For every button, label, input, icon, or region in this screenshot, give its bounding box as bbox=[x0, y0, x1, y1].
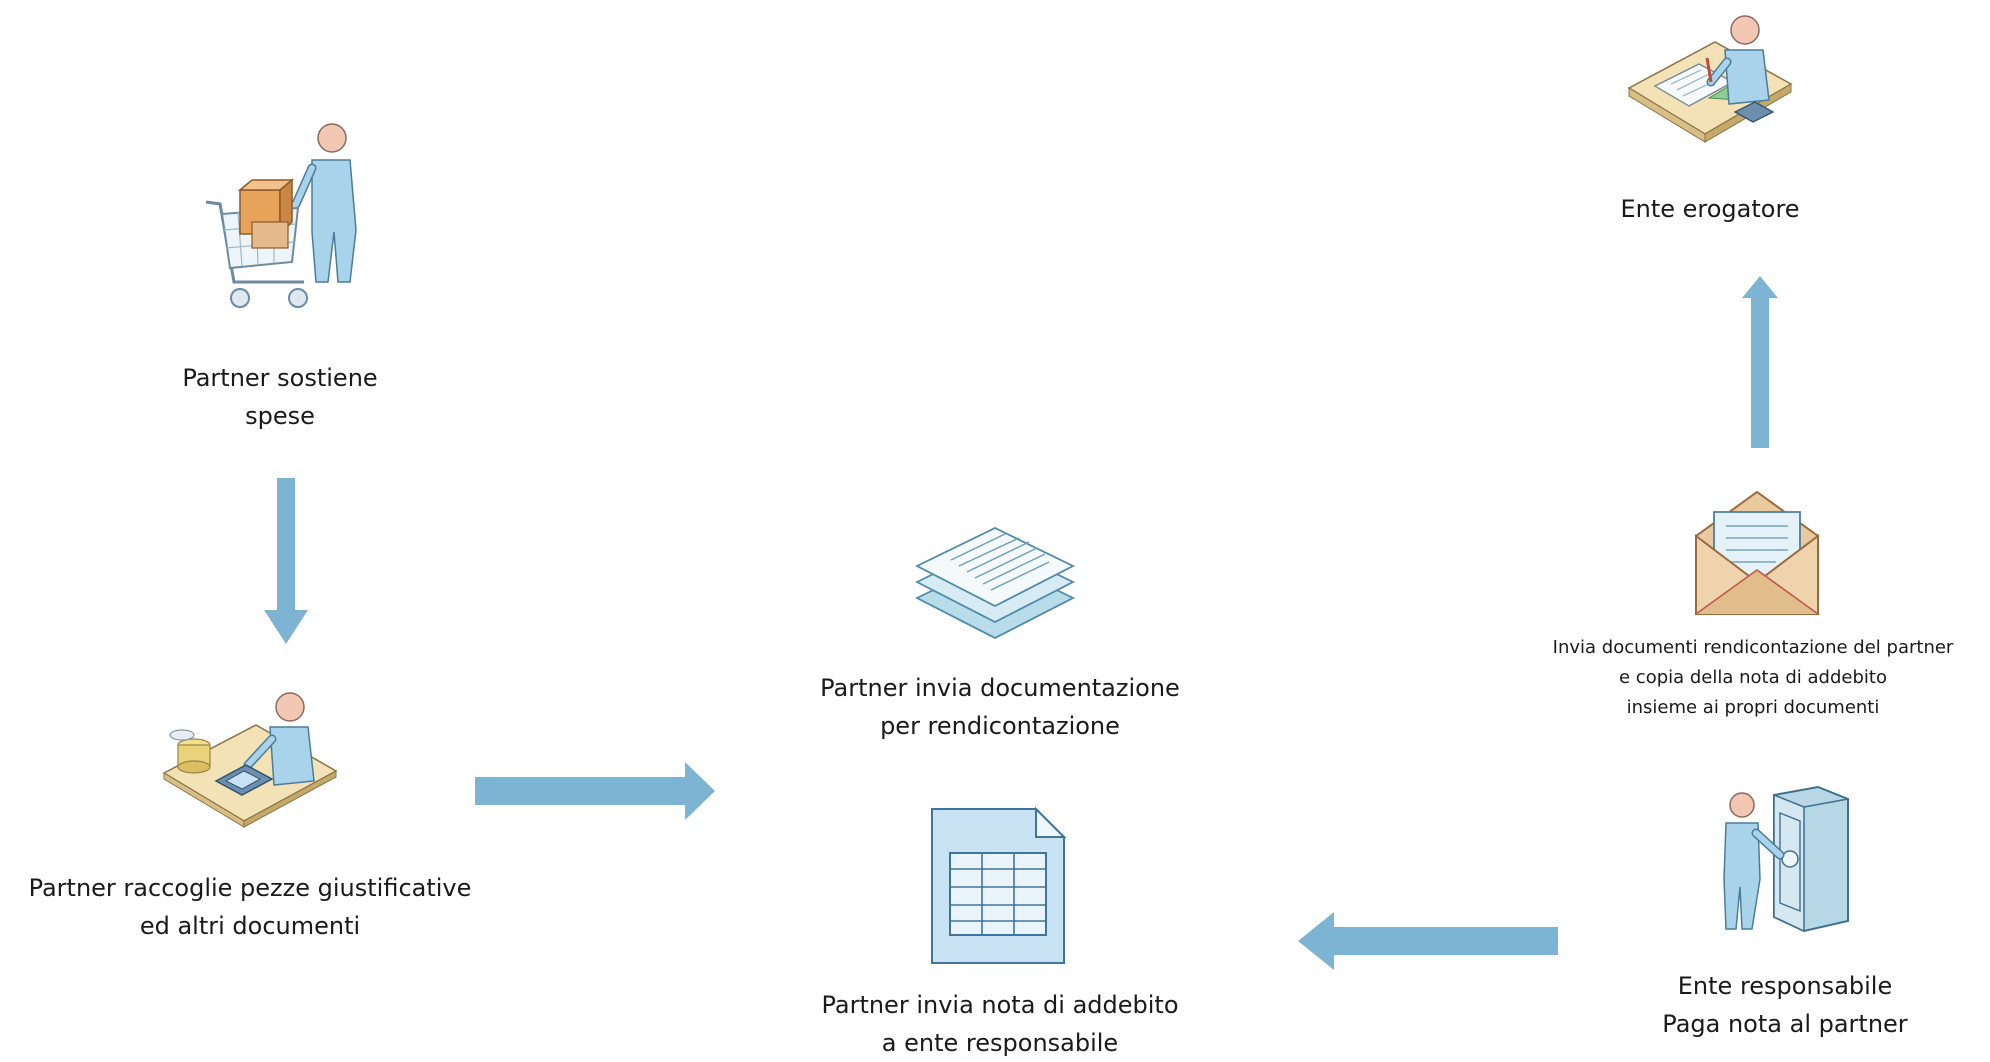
label-erogatore-line-1: Ente erogatore bbox=[1620, 195, 1800, 223]
arrow-down-shaft bbox=[277, 478, 295, 610]
label-partner-invia-documentazione: Partner invia documentazione per rendico… bbox=[770, 669, 1230, 745]
arrow-left bbox=[1298, 912, 1558, 970]
label-ente-erogatore: Ente erogatore bbox=[1550, 190, 1870, 228]
label-spese-line-1: Partner sostiene bbox=[182, 364, 378, 392]
spreadsheet-document-icon bbox=[931, 806, 1067, 964]
shopper-cart-icon bbox=[205, 123, 357, 308]
arrow-right bbox=[475, 762, 715, 820]
label-ente-responsabile: Ente responsabile Paga nota al partner bbox=[1585, 967, 1985, 1043]
designer-desk-icon bbox=[1627, 15, 1793, 143]
label-raccoglie-line-1: Partner raccoglie pezze giustificative bbox=[28, 874, 472, 902]
label-documentazione-line-1: Partner invia documentazione bbox=[820, 674, 1180, 702]
arrow-up-shaft bbox=[1751, 298, 1769, 448]
label-spese-line-2: spese bbox=[245, 402, 315, 430]
arrow-left-head bbox=[1298, 912, 1334, 970]
label-invia-line-2: e copia della nota di addebito bbox=[1619, 667, 1887, 688]
arrow-left-shaft bbox=[1334, 927, 1558, 955]
label-nota-line-2: a ente responsabile bbox=[881, 1029, 1119, 1057]
person-safe-icon bbox=[1723, 785, 1849, 933]
arrow-up-head bbox=[1742, 276, 1778, 298]
label-partner-invia-nota: Partner invia nota di addebito a ente re… bbox=[770, 986, 1230, 1062]
arrow-up bbox=[1742, 276, 1778, 448]
label-invia-documenti: Invia documenti rendicontazione del part… bbox=[1518, 633, 1988, 723]
label-partner-raccoglie: Partner raccoglie pezze giustificative e… bbox=[0, 869, 500, 945]
arrow-down-head bbox=[264, 610, 308, 644]
label-raccoglie-line-2: ed altri documenti bbox=[139, 912, 361, 940]
label-partner-sostiene-spese: Partner sostiene spese bbox=[80, 359, 480, 435]
label-documentazione-line-2: per rendicontazione bbox=[880, 712, 1120, 740]
arrow-right-shaft bbox=[475, 777, 687, 805]
document-stack-icon bbox=[915, 526, 1075, 640]
open-envelope-icon bbox=[1695, 490, 1819, 615]
label-invia-line-1: Invia documenti rendicontazione del part… bbox=[1552, 637, 1954, 658]
label-nota-line-1: Partner invia nota di addebito bbox=[821, 991, 1179, 1019]
arrow-right-head bbox=[685, 762, 715, 820]
accountant-desk-icon bbox=[162, 692, 338, 828]
label-responsabile-line-2: Paga nota al partner bbox=[1662, 1010, 1908, 1038]
label-invia-line-3: insieme ai propri documenti bbox=[1626, 697, 1880, 718]
label-responsabile-line-1: Ente responsabile bbox=[1677, 972, 1893, 1000]
arrow-down bbox=[264, 478, 308, 644]
